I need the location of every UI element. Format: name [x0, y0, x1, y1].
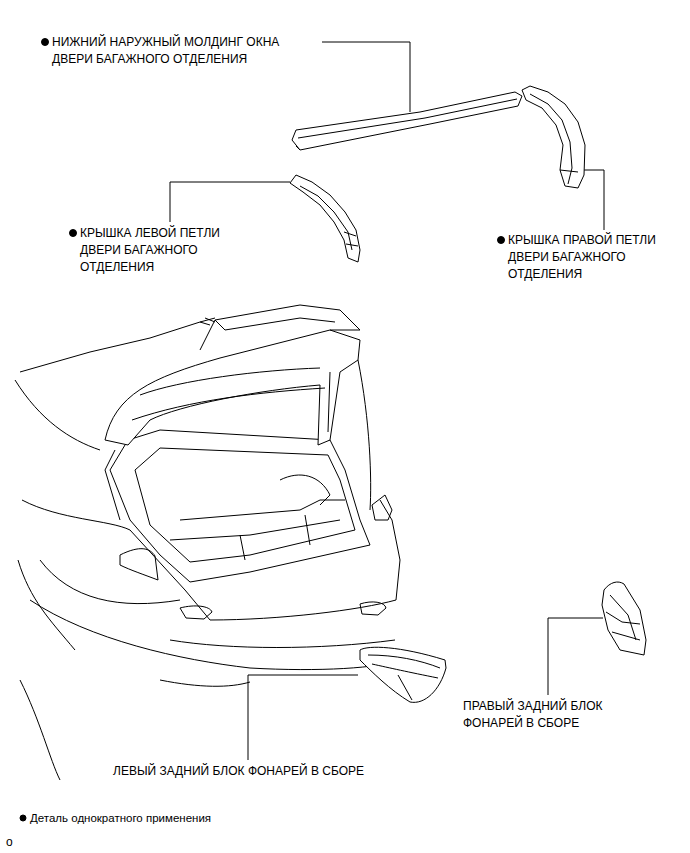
- tail-lamp-left: [360, 647, 446, 702]
- hinge-cover-left: [290, 175, 360, 262]
- hinge-cover-right: [522, 86, 585, 188]
- one-time-use-mark: [70, 230, 77, 237]
- trunk-opening: [110, 430, 370, 582]
- car-body: [15, 318, 400, 780]
- part-label: КРЫШКА ПРАВОЙ ПЕТЛИ ДВЕРИ БАГАЖНОГО ОТДЕ…: [508, 232, 658, 283]
- trunk-lid: [105, 305, 371, 520]
- leader-line: [580, 170, 604, 230]
- part-label: НИЖНИЙ НАРУЖНЫЙ МОЛДИНГ ОКНА ДВЕРИ БАГАЖ…: [52, 34, 282, 68]
- part-label: o: [6, 834, 13, 851]
- moulding-part: [292, 92, 522, 150]
- one-time-use-mark: [498, 237, 505, 244]
- part-label: ЛЕВЫЙ ЗАДНИЙ БЛОК ФОНАРЕЙ В СБОРЕ: [113, 763, 364, 780]
- one-time-use-mark: [42, 39, 49, 46]
- leader-line: [322, 42, 410, 112]
- leader-line: [248, 675, 358, 760]
- part-label: КРЫШКА ЛЕВОЙ ПЕТЛИ ДВЕРИ БАГАЖНОГО ОТДЕЛ…: [80, 225, 222, 276]
- legend-text: Деталь однократного применения: [30, 810, 211, 827]
- leader-line: [548, 618, 603, 695]
- part-label: ПРАВЫЙ ЗАДНИЙ БЛОК ФОНАРЕЙ В СБОРЕ: [463, 698, 605, 732]
- legend-mark: [20, 815, 26, 821]
- leader-line: [170, 182, 290, 222]
- tail-lamp-right: [602, 582, 646, 655]
